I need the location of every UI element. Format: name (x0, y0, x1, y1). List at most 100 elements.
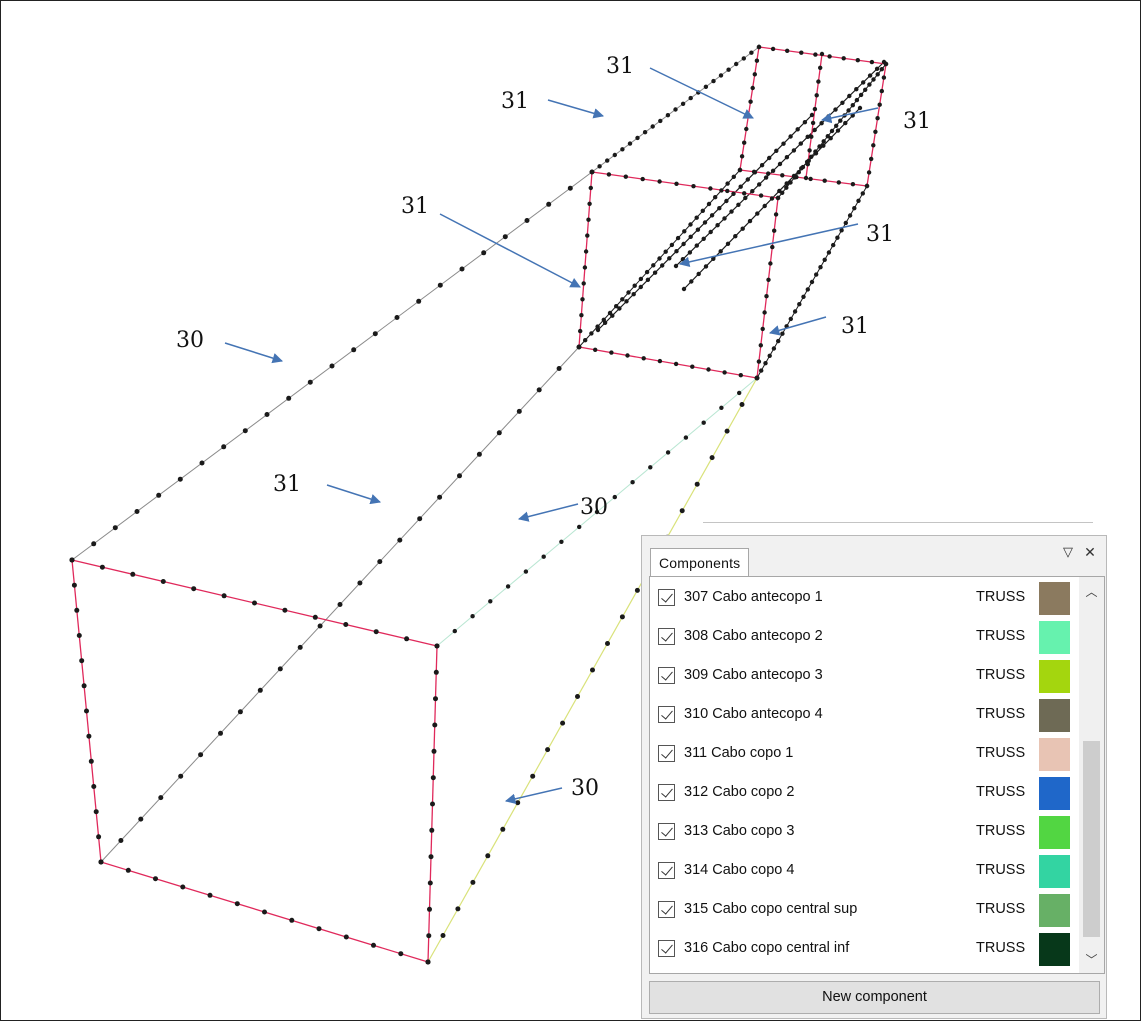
mesh-node (180, 884, 186, 890)
mesh-node (737, 167, 743, 173)
mesh-node (88, 758, 94, 764)
mesh-node (86, 733, 92, 739)
mesh-node (125, 867, 131, 873)
mesh-node (866, 170, 872, 175)
chevron-up-icon[interactable]: ︿ (1085, 585, 1098, 599)
mesh-node (567, 185, 573, 191)
color-swatch[interactable] (1039, 816, 1070, 849)
mesh-node (689, 279, 694, 284)
visibility-checkbox[interactable] (658, 901, 675, 918)
component-name: 312 Cabo copo 2 (684, 784, 795, 800)
mesh-node (556, 366, 562, 371)
mesh-node (160, 579, 166, 584)
mesh-node (680, 257, 686, 262)
mesh-node (427, 906, 432, 912)
mesh-node (869, 59, 875, 65)
visibility-checkbox[interactable] (658, 589, 675, 606)
scrollbar[interactable]: ︿ ﹀ (1079, 577, 1104, 973)
color-swatch[interactable] (1039, 894, 1070, 927)
mesh-node (854, 97, 860, 103)
mesh-node (750, 85, 755, 91)
mesh-node (803, 175, 809, 181)
mesh-node (589, 169, 595, 175)
mesh-node (807, 148, 812, 153)
visibility-checkbox[interactable] (658, 706, 675, 723)
mesh-node (754, 58, 760, 63)
triangle-down-icon[interactable]: ▽ (1063, 544, 1073, 559)
callout-arrow (439, 213, 581, 288)
visibility-checkbox[interactable] (658, 940, 675, 957)
close-icon[interactable]: ✕ (1084, 544, 1096, 560)
mesh-node (858, 92, 864, 98)
mesh-node (863, 87, 868, 93)
color-swatch[interactable] (1039, 582, 1070, 615)
visibility-checkbox[interactable] (658, 745, 675, 762)
callout-arrow (768, 316, 827, 336)
mesh-node (91, 784, 97, 789)
scroll-thumb[interactable] (1083, 741, 1100, 937)
mesh-node (264, 412, 270, 417)
mesh-node (530, 773, 536, 779)
mesh-node (784, 155, 790, 160)
mesh-node (663, 249, 668, 254)
mesh-node (630, 480, 635, 485)
visibility-checkbox[interactable] (658, 823, 675, 840)
mesh-node (834, 123, 839, 128)
color-swatch[interactable] (1039, 777, 1070, 810)
mesh-node (846, 108, 851, 113)
visibility-checkbox[interactable] (658, 628, 675, 645)
new-component-button[interactable]: New component (649, 981, 1100, 1014)
mesh-node (814, 93, 819, 98)
color-swatch[interactable] (1039, 660, 1070, 693)
mesh-node (754, 375, 760, 381)
mesh-node (681, 286, 687, 292)
visibility-checkbox[interactable] (658, 667, 675, 684)
mesh-node (605, 641, 610, 646)
mesh-node (766, 171, 771, 176)
mesh-node (502, 234, 508, 240)
mesh-node (739, 402, 745, 407)
mesh-node (715, 223, 720, 228)
mesh-node (198, 752, 204, 758)
mesh-node (764, 294, 769, 299)
mesh-node (476, 451, 482, 457)
mesh-node (138, 816, 144, 822)
mesh-node (850, 103, 855, 108)
mesh-node (718, 73, 724, 78)
color-swatch[interactable] (1039, 699, 1070, 732)
mesh-node (794, 174, 799, 180)
color-swatch[interactable] (1039, 933, 1070, 966)
color-swatch[interactable] (1039, 738, 1070, 771)
mesh-node (818, 265, 823, 270)
mesh-node (725, 241, 731, 246)
mesh-node (505, 584, 511, 589)
mesh-node (372, 331, 378, 337)
callout-label: 31 (841, 314, 869, 339)
mesh-node (559, 539, 564, 544)
mesh-node (688, 95, 693, 101)
mesh-node (371, 942, 376, 948)
mesh-node (838, 118, 843, 123)
visibility-checkbox[interactable] (658, 862, 675, 879)
mesh-node (207, 892, 213, 898)
visibility-checkbox[interactable] (658, 784, 675, 801)
mesh-node (612, 494, 617, 500)
mesh-node (587, 201, 592, 206)
tab-components[interactable]: Components (650, 548, 750, 577)
color-swatch[interactable] (1039, 621, 1070, 654)
mesh-node (694, 481, 700, 487)
color-swatch[interactable] (1039, 855, 1070, 888)
chevron-down-icon[interactable]: ﹀ (1085, 953, 1098, 967)
